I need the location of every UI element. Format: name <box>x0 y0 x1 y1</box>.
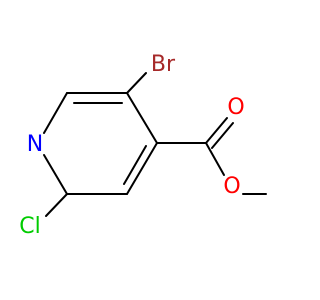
atom-labels: Br N Cl O O <box>19 52 244 239</box>
bond-ccarbonyl-o-2 <box>211 122 234 149</box>
bond-n-c6 <box>43 92 68 134</box>
bond-c4-c5 <box>126 92 158 144</box>
chlorine-atom-label: Cl <box>19 214 40 239</box>
bond-c5-br <box>126 72 147 94</box>
bond-ccarbonyl-oester <box>205 142 225 176</box>
bond-n-c2 <box>43 154 68 195</box>
bond-c3-c4 <box>126 142 158 195</box>
bond-c3-c4-inner <box>123 145 147 185</box>
nitrogen-atom-label: N <box>27 132 43 157</box>
molecule-structure-diagram: Br N Cl O O <box>19 52 267 239</box>
bromine-atom-label: Br <box>151 52 176 77</box>
ester-oxygen-atom-label: O <box>223 174 240 199</box>
carbonyl-oxygen-atom-label: O <box>227 95 244 120</box>
bonds <box>43 72 267 217</box>
bond-c2-cl <box>45 193 68 217</box>
bond-ccarbonyl-o-1 <box>205 117 228 144</box>
